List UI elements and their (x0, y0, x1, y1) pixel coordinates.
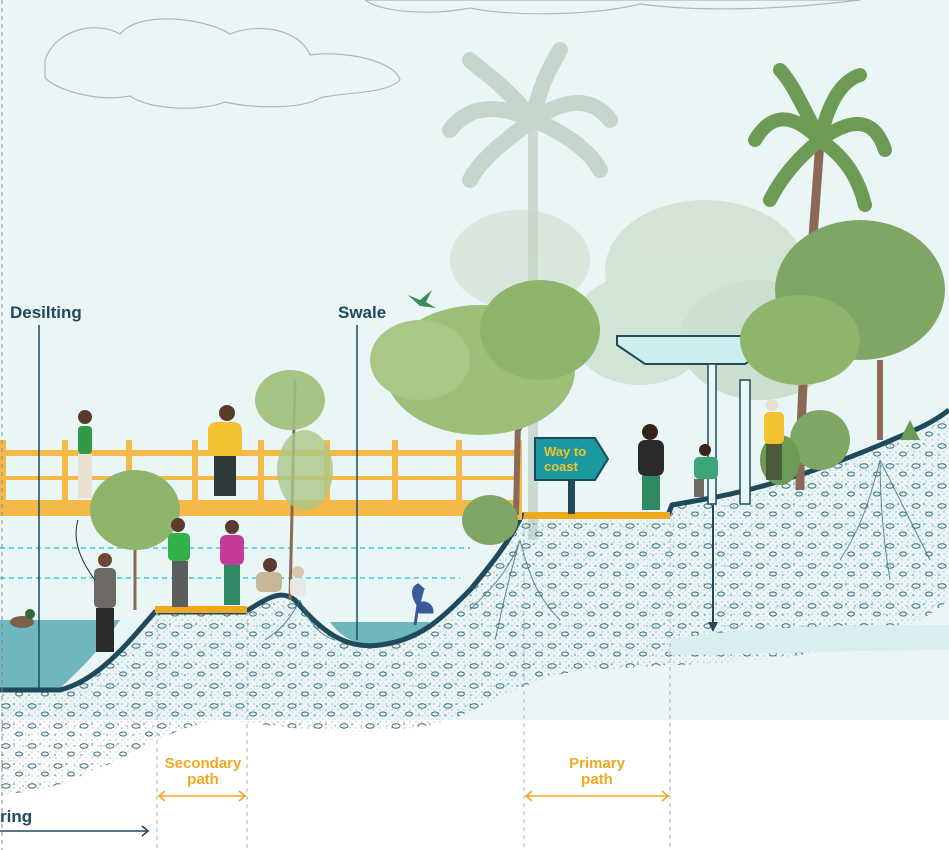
sign-line-2: coast (544, 459, 579, 474)
secondary-path-label-1: Secondary (165, 755, 242, 772)
secondary-path-surface (155, 606, 247, 613)
swale-water (330, 622, 430, 646)
hummingbird-icon (408, 290, 436, 308)
bottom-partial-label: ring (0, 807, 32, 826)
person-standing-boardwalk (208, 405, 242, 496)
way-to-coast-sign: Way to coast (534, 437, 610, 514)
water-table (668, 625, 949, 655)
heron-icon (412, 583, 434, 626)
bottom-arrow (0, 825, 150, 837)
right-trees (740, 220, 945, 440)
person-magenta (220, 520, 244, 605)
pond-water (0, 620, 120, 688)
duck-icon (10, 609, 35, 628)
person-green-shirt (168, 518, 190, 607)
shade-structure (616, 335, 776, 632)
desilting-label: Desilting (10, 303, 82, 322)
person-yellow-right (764, 399, 784, 480)
soil-section-dots (0, 410, 949, 795)
person-sitting-bench (694, 444, 718, 497)
primary-path-surface (524, 512, 670, 519)
people-sitting-swale (256, 558, 306, 596)
secondary-path-width-arrow (157, 790, 247, 802)
cloud-left (44, 18, 401, 109)
primary-path-label-1: Primary (569, 755, 626, 772)
main-tree (370, 280, 600, 516)
primary-path-width-arrow (524, 790, 670, 802)
person-walking-boardwalk (78, 410, 92, 498)
secondary-path-label-2: path (187, 771, 219, 788)
sign-line-1: Way to (544, 444, 586, 459)
primary-path-label-2: path (581, 771, 613, 788)
tree-roots (264, 459, 931, 641)
cloud-top (364, 0, 861, 15)
person-coast-path (638, 424, 664, 510)
swale-label: Swale (338, 303, 386, 322)
person-fishing (75, 519, 116, 652)
